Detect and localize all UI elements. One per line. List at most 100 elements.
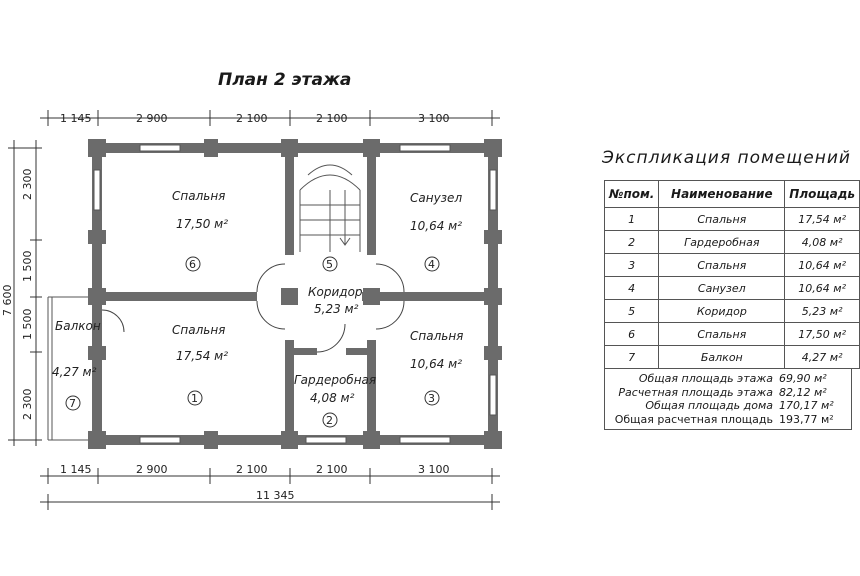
room-label-bathroom-4: Санузел (410, 191, 462, 205)
dim-bottom-4: 2 100 (316, 463, 348, 476)
total-row: Общая площадь этажа 69,90 м² (607, 372, 849, 386)
room-number-7: 7 (69, 397, 76, 410)
cell-area: 10,64 м² (784, 253, 860, 277)
table-row: 2 Гардеробная 4,08 м² (603, 230, 860, 254)
dim-left-2: 1 500 (21, 251, 34, 283)
header-number: №пом. (603, 180, 660, 208)
room-area-balcony: 4,27 м² (52, 365, 97, 379)
total-label: Общая расчетная площадь (614, 412, 773, 426)
dim-bottom-total: 11 345 (256, 489, 295, 502)
dim-top-5: 3 100 (418, 112, 450, 125)
room-marker-7 (65, 395, 81, 411)
room-label-bedroom-6: Спальня (172, 189, 225, 203)
explication-table: №пом. Наименование Площадь 1 Спальня 17,… (603, 180, 860, 369)
dim-left-1: 2 300 (21, 169, 34, 201)
table-row: 5 Коридор 5,23 м² (603, 299, 860, 323)
room-marker-2 (322, 412, 338, 428)
header-name: Наименование (658, 180, 786, 208)
room-area-bedroom-3: 10,64 м² (410, 357, 462, 371)
dim-left-4: 2 300 (21, 389, 34, 421)
total-label: Общая площадь дома (645, 399, 773, 412)
total-value: 193,77 м² (779, 412, 834, 426)
table-row: 6 Спальня 17,50 м² (603, 322, 860, 346)
room-marker-3 (424, 390, 440, 406)
explication-title: Экспликация помещений (602, 148, 851, 168)
windows (93, 144, 497, 444)
dim-left-3: 1 500 (21, 309, 34, 341)
total-row: Общая площадь дома 170,17 м² (607, 399, 849, 413)
room-number-3: 3 (428, 392, 435, 405)
room-number-2: 2 (326, 414, 333, 427)
cell-area: 4,08 м² (784, 230, 860, 254)
cell-name: Спальня (658, 322, 786, 346)
dim-top-4: 2 100 (316, 112, 348, 125)
cell-name: Коридор (658, 299, 786, 323)
room-area-corridor: 5,23 м² (314, 302, 359, 316)
table-row: 1 Спальня 17,54 м² (603, 207, 860, 231)
cell-name: Спальня (658, 207, 786, 231)
doors (101, 263, 405, 353)
cell-area: 10,64 м² (784, 276, 860, 300)
table-row: 4 Санузел 10,64 м² (603, 276, 860, 300)
room-number-4: 4 (428, 258, 435, 271)
floor-plan: 1 145 2 900 2 100 2 100 3 100 2 300 1 50… (1, 110, 502, 510)
room-number-1: 1 (191, 392, 198, 405)
room-label-wardrobe: Гардеробная (294, 373, 376, 387)
room-marker-1 (187, 390, 203, 406)
room-label-balcony: Балкон (55, 319, 101, 333)
room-area-bedroom-1: 17,54 м² (176, 349, 228, 363)
cell-number: 5 (603, 299, 660, 323)
room-area-bedroom-6: 17,50 м² (176, 217, 228, 231)
table-header-row: №пом. Наименование Площадь (603, 180, 860, 208)
dimension-top (40, 110, 500, 126)
cell-number: 1 (603, 207, 660, 231)
cell-area: 5,23 м² (784, 299, 860, 323)
dim-top-2: 2 900 (136, 112, 168, 125)
total-value: 82,12 м² (779, 385, 827, 399)
total-label: Общая площадь этажа (638, 372, 773, 385)
dim-top-3: 2 100 (236, 112, 268, 125)
total-value: 170,17 м² (779, 399, 834, 412)
plan-title: План 2 этажа (218, 70, 352, 90)
dim-bottom-1: 1 145 (60, 463, 92, 476)
dim-bottom-5: 3 100 (418, 463, 450, 476)
header-area: Площадь (784, 180, 860, 208)
stairs (299, 164, 361, 252)
room-marker-4 (424, 256, 440, 272)
cell-number: 6 (603, 322, 660, 346)
cell-area: 17,54 м² (784, 207, 860, 231)
cell-number: 7 (603, 345, 660, 369)
table-row: 7 Балкон 4,27 м² (603, 345, 860, 369)
room-number-6: 6 (189, 258, 196, 271)
room-label-bedroom-3: Спальня (410, 329, 463, 343)
total-row: Расчетная площадь этажа 82,12 м² (607, 386, 849, 400)
cell-name: Гардеробная (658, 230, 786, 254)
cell-number: 2 (603, 230, 660, 254)
dim-bottom-3: 2 100 (236, 463, 268, 476)
total-value: 69,90 м² (779, 372, 827, 385)
room-marker-6 (185, 256, 201, 272)
cell-number: 3 (603, 253, 660, 277)
dim-left-total: 7 600 (1, 285, 14, 317)
totals-block: Общая площадь этажа 69,90 м² Расчетная п… (604, 368, 852, 430)
room-marker-5 (322, 256, 338, 272)
total-label: Расчетная площадь этажа (618, 385, 773, 399)
cell-name: Спальня (658, 253, 786, 277)
cell-name: Санузел (658, 276, 786, 300)
room-label-bedroom-1: Спальня (172, 323, 225, 337)
room-label-corridor: Коридор (308, 285, 363, 299)
dimension-left (8, 140, 42, 446)
table-row: 3 Спальня 10,64 м² (603, 253, 860, 277)
room-area-wardrobe: 4,08 м² (310, 391, 355, 405)
cell-area: 17,50 м² (784, 322, 860, 346)
room-number-5: 5 (326, 258, 333, 271)
dim-bottom-2: 2 900 (136, 463, 168, 476)
cell-name: Балкон (658, 345, 786, 369)
cell-number: 4 (603, 276, 660, 300)
dim-top-1: 1 145 (60, 112, 92, 125)
room-area-bathroom-4: 10,64 м² (410, 219, 462, 233)
total-row: Общая расчетная площадь 193,77 м² (607, 413, 849, 427)
dimension-bottom (40, 468, 500, 510)
walls (88, 139, 502, 449)
cell-area: 4,27 м² (784, 345, 860, 369)
